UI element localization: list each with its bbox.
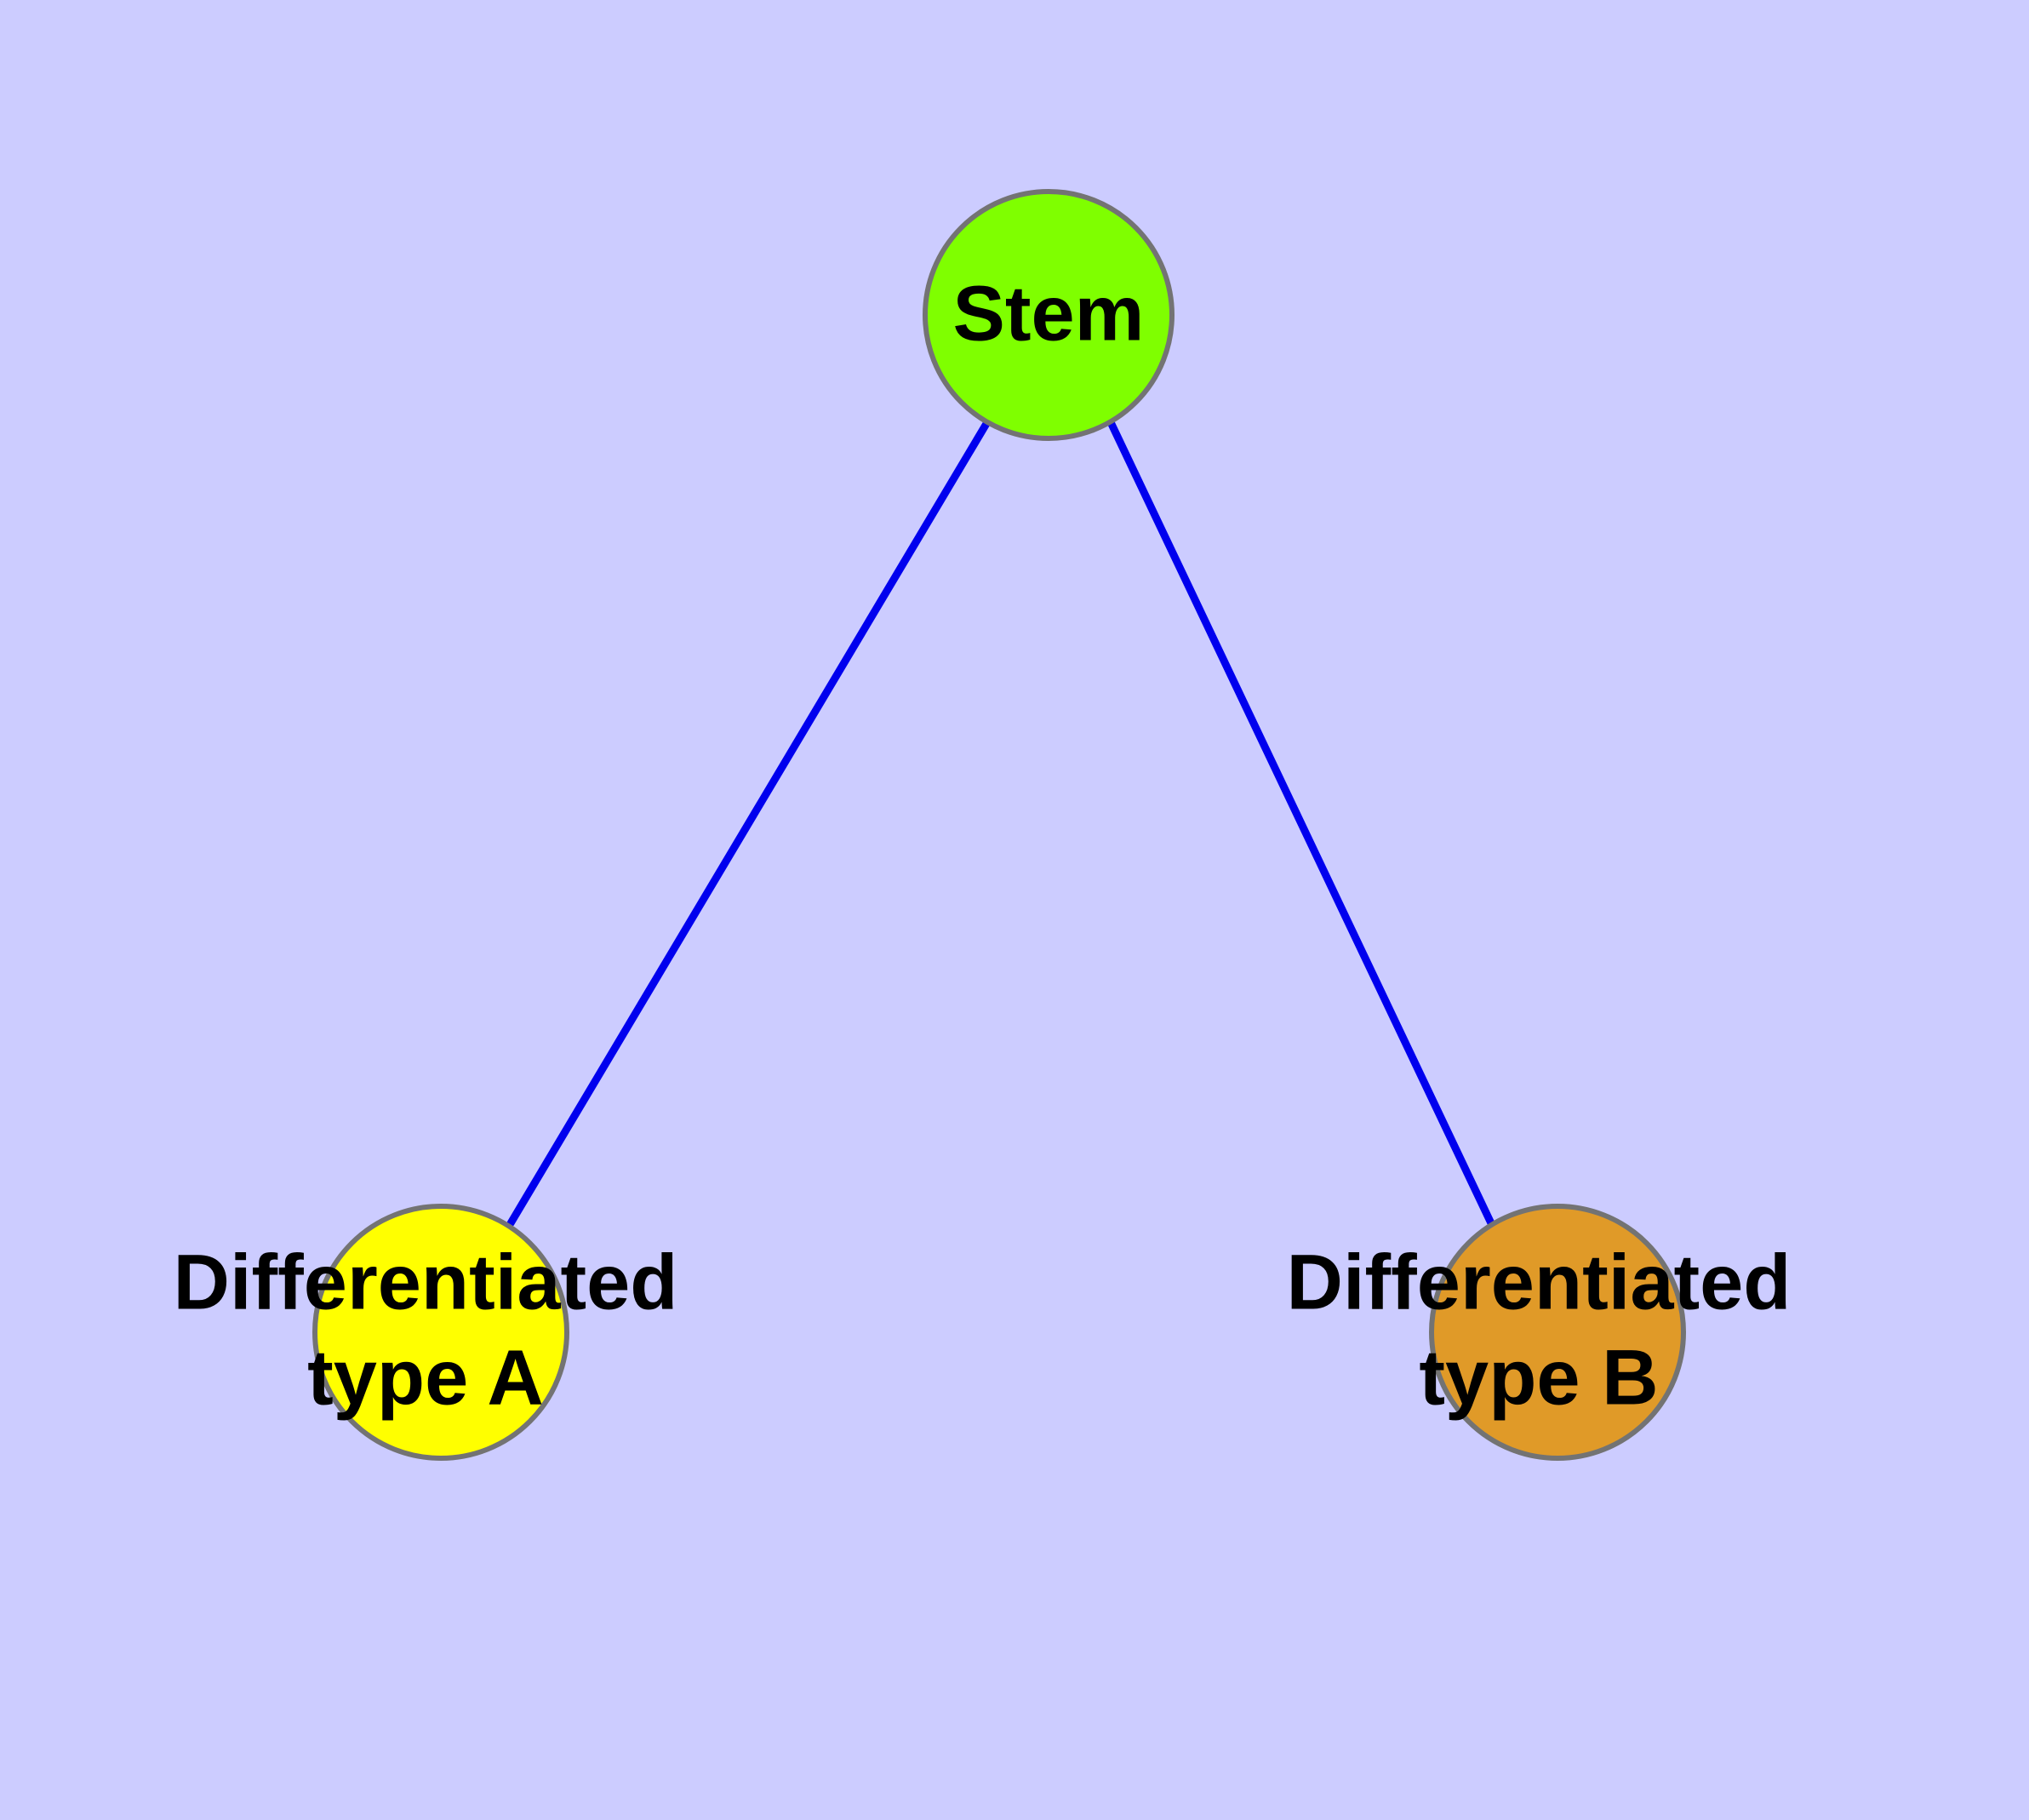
node-differentiated-type-b-label-line1: Differentiated <box>1287 1239 1792 1325</box>
node-differentiated-type-a-circle[interactable] <box>312 1204 569 1461</box>
node-differentiated-type-b-label-line2: type B <box>1419 1334 1658 1421</box>
nodes-layer: Stem Differentiated type A Differentiate… <box>174 189 1792 1461</box>
node-stem-circle[interactable] <box>923 189 1175 441</box>
node-differentiated-type-a-label-line2: type A <box>307 1334 544 1421</box>
node-stem-label-line1: Stem <box>953 270 1145 357</box>
edge-stem-to-type-b[interactable] <box>1106 418 1495 1228</box>
edge-stem-to-type-a[interactable] <box>506 418 992 1228</box>
node-differentiated-type-a[interactable]: Differentiated type A <box>174 1204 678 1461</box>
edges-layer <box>506 418 1495 1228</box>
node-differentiated-type-a-label-line1: Differentiated <box>174 1239 678 1325</box>
node-differentiated-type-b[interactable]: Differentiated type B <box>1287 1204 1792 1461</box>
node-differentiated-type-b-circle[interactable] <box>1429 1204 1686 1461</box>
node-stem[interactable]: Stem <box>923 189 1175 441</box>
